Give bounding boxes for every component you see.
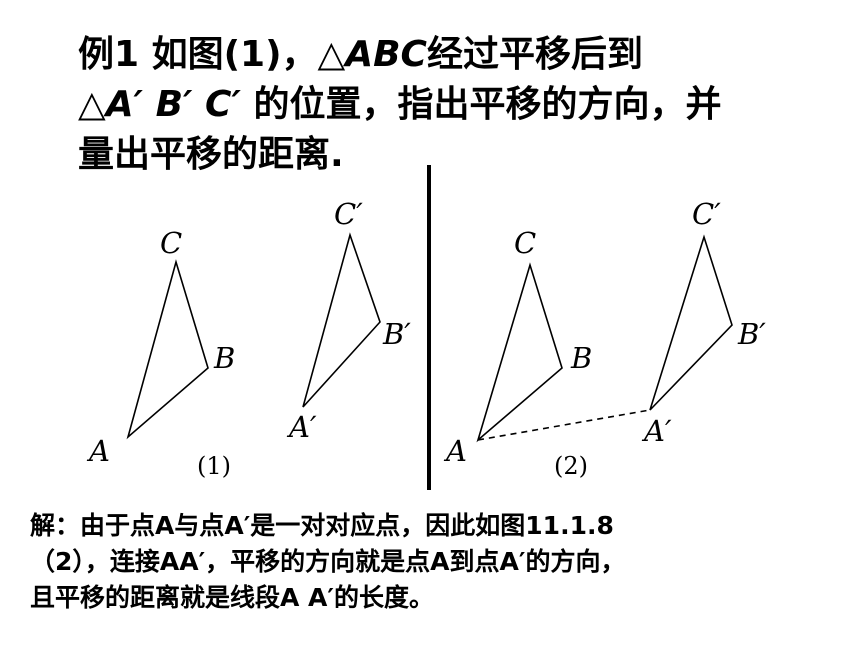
label-b-prime-left: B′ <box>382 317 411 351</box>
segment-aa-prime <box>477 409 651 441</box>
label-a-prime-left: A′ <box>286 410 317 444</box>
triangle-name-abc: ABC <box>345 34 427 75</box>
triangle-abc-right <box>476 262 563 443</box>
label-c-left: C <box>160 226 182 260</box>
problem-line-2: △A′ B′ C′ 的位置，指出平移的方向，并 <box>78 80 838 130</box>
label-a-left: A <box>86 434 110 468</box>
label-b-right: B <box>570 341 592 375</box>
problem-statement: 例1 如图(1)，△ABC经过平移后到 △A′ B′ C′ 的位置，指出平移的方… <box>78 30 838 180</box>
label-c-prime-right: C′ <box>692 197 721 231</box>
solution-line-2: （2），连接AA′，平移的方向就是点A到点A′的方向， <box>30 547 626 576</box>
solution-text: 解：由于点A与点A′是一对对应点，因此如图11.1.8 （2），连接AA′，平移… <box>30 508 850 616</box>
triangle-abc-prime-right <box>649 234 733 411</box>
problem-line-2-part-c: 的位置，指出平移的方向，并 <box>240 84 722 125</box>
problem-line-1-part-c: 经过平移后到 <box>426 34 643 75</box>
solution-line-3: 且平移的距离就是线段A A′的长度。 <box>30 583 434 612</box>
solution-line-1: 解：由于点A与点A′是一对对应点，因此如图11.1.8 <box>30 511 614 540</box>
triangle-abc-left <box>126 259 209 440</box>
problem-line-3: 量出平移的距离. <box>78 134 344 175</box>
triangle-name-abc-prime: A′ B′ C′ <box>105 84 241 125</box>
caption-figure-2: (2) <box>554 452 588 480</box>
triangle-abc-prime-left <box>302 232 381 408</box>
label-b-left: B <box>213 341 235 375</box>
problem-line-2-part-a: △ <box>78 84 106 125</box>
label-a-prime-right: A′ <box>641 414 672 448</box>
label-b-prime-right: B′ <box>737 317 766 351</box>
problem-line-1: 例1 如图(1)，△ABC经过平移后到 <box>78 30 838 80</box>
label-c-prime-left: C′ <box>334 197 363 231</box>
label-c-right: C <box>514 226 536 260</box>
problem-line-1-part-a: 例1 如图(1)，△ <box>78 34 346 75</box>
caption-figure-1: (1) <box>197 452 231 480</box>
label-a-right: A <box>443 434 467 468</box>
